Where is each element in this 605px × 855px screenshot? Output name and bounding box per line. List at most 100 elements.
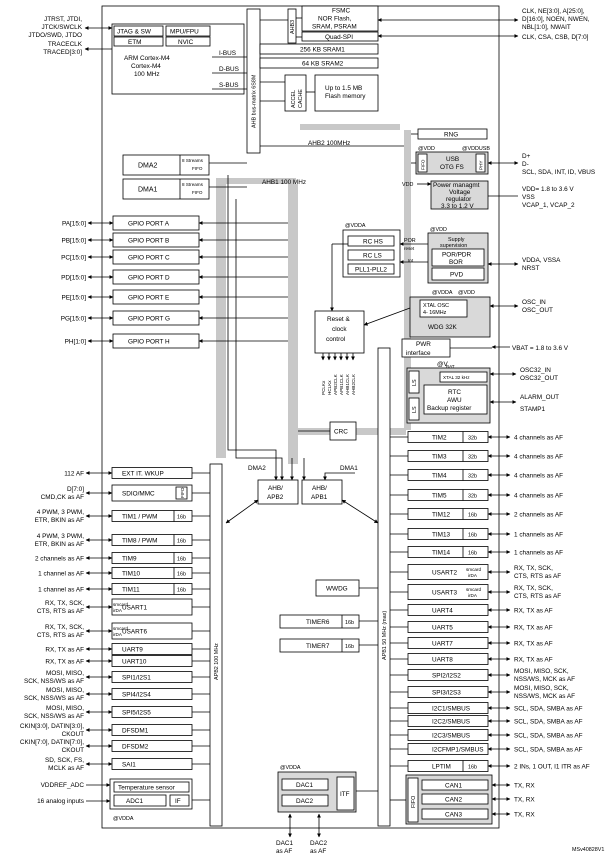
gpio-port-label: GPIO PORT B [128, 238, 169, 245]
right-af-label: SCL, SDA, SMBA as AF [514, 706, 583, 713]
qspi-sig: CLK, CSA, CSB, D[7:0] [522, 34, 589, 41]
can-sig-label: TX, RX [514, 783, 535, 790]
right-af-label: 4 channels as AF [514, 435, 563, 442]
apb1-periph-label: SPI3/I2S3 [432, 690, 461, 697]
rc-hs-label: RC HS [363, 239, 383, 246]
dbus-label: D-BUS [219, 66, 239, 73]
right-af-label: RX, TX as AF [514, 657, 553, 664]
pvd-label: PVD [450, 272, 464, 279]
int-label: Int [408, 258, 414, 263]
apb2-periph-tag: 16b [177, 539, 186, 545]
apb2-periph-label: USART1 [122, 605, 148, 612]
dma2-fifo: FIFO [192, 166, 203, 171]
jtag-sw-label: JTAG & SW [117, 29, 152, 36]
ls-label-2: LS [412, 406, 418, 413]
dac1-out-2: as AF [276, 848, 292, 855]
gpio-port-label: GPIO PORT C [128, 255, 170, 262]
crc-label: CRC [334, 429, 348, 436]
apb2-periph-label: UART10 [122, 659, 147, 666]
supply-line-1: Supply [448, 237, 465, 243]
adc-block: Temperature sensor ADC1 IF @VDDA [109, 778, 210, 822]
apb1-periph-tag: 32b [468, 494, 477, 500]
left-af-label: RX, TX, SCK, [45, 624, 84, 631]
dma2-label: DMA2 [138, 163, 158, 170]
power-vdd-label: VDD [402, 182, 413, 188]
reset-label: reset [404, 246, 415, 251]
trace-sig-2: TRACED[3:0] [43, 49, 82, 56]
bridge1-line-2: APB1 [311, 494, 328, 501]
rtc-line-2: AWU [447, 397, 462, 404]
usb-line-1: USB [446, 156, 459, 163]
right-signals: CLK, NE[3:0], A[25:0], D[16:0], NOEN, NW… [377, 8, 595, 413]
left-af-label: 4 PWM, 3 PWM, [37, 533, 84, 540]
left-af-label: CKIN[7:0], DATIN[7:0], [20, 739, 84, 746]
jtag-sig-3: JTDO/SWD, JTDO [28, 32, 82, 39]
right-af-label: NSS/WS, MCK as AF [514, 693, 575, 700]
left-af-label: MOSI, MISO, [46, 705, 84, 712]
apb1-periph-label: TIM4 [432, 473, 447, 480]
dac-block: @VDDA DAC1 DAC2 ITF DAC1 as AF DAC2 as A… [276, 765, 378, 855]
usb-phy-label: PHY [479, 161, 484, 170]
apb2-periph-tag: 16b [177, 515, 186, 521]
dac2-label: DAC2 [296, 798, 313, 805]
right-af-label: CTS, RTS as AF [514, 593, 561, 600]
supply-line-2: supervision [440, 243, 467, 249]
ahb3-label: AHB3 [290, 20, 296, 34]
apb1-periph-label: LPTIM [432, 764, 451, 771]
apb2-periph-tag: 16b [177, 588, 186, 594]
left-af-label: D[7:0] [67, 486, 84, 493]
bor-label: BOR [449, 259, 463, 266]
apb1-periph-label: I2CFMP1/SMBUS [432, 747, 484, 754]
dac1-out-1: DAC1 [276, 840, 293, 847]
left-af-label: CKIN[3:0], DATIN[3:0], [20, 723, 84, 730]
flash-line-1: Up to 1.5 MB [325, 85, 362, 92]
usb-sig-3: SCL, SDA, INT, ID, VBUS [522, 169, 595, 176]
left-af-label: RX, TX, SCK, [45, 600, 84, 607]
fsmc-sig-2: D[16:0], NOEN, NWEN, [522, 16, 590, 23]
xtal-line-1: XTAL OSC [423, 303, 449, 309]
gpio-pin-label: PG[15:0] [61, 316, 86, 323]
por-label: POR [404, 238, 416, 244]
jtag-sig-1: JTRST, JTDI, [44, 16, 82, 23]
gpio-pin-label: PC[15:0] [61, 255, 86, 262]
apb1-periph-label: UART4 [432, 608, 453, 615]
left-af-label: 1 channel as AF [38, 571, 84, 578]
etm-label: ETM [128, 39, 142, 46]
power-reg-3: 3.3 to 1.2 V [441, 203, 474, 210]
ahb2-label: AHB2 100MHz [308, 140, 350, 147]
left-af-label: SCK, NSS/WS as AF [24, 678, 84, 685]
can-label: CAN2 [445, 797, 462, 804]
apb2-periph-label: DFSDM1 [122, 728, 149, 735]
bridge2-line-1: AHB/ [268, 485, 283, 492]
rtc-line-3: Backup register [427, 405, 472, 412]
fsmc-line-1: FSMC [332, 8, 350, 15]
dma1-fifo: FIFO [192, 190, 203, 195]
dac-itf-label: ITF [340, 791, 350, 798]
right-af-label: 1 channels as AF [514, 550, 563, 557]
can-box [421, 779, 489, 791]
clk-vdda2: @VDDA [432, 290, 453, 296]
clk-output-label: AHB1CLK [345, 373, 350, 395]
clk-output-label: APB1CLK [339, 373, 344, 395]
right-af-label: NSS/WS, MCK as AF [514, 676, 575, 683]
accel-line-1: ACCEL [291, 90, 297, 108]
apb1-periph-label: USART2 [432, 570, 458, 577]
apb1-misc: WWDG TIMER6 16b TIMER7 16b [279, 579, 378, 653]
usb-sig-2: D- [522, 161, 529, 168]
left-af-label: CKOUT [62, 747, 84, 754]
gpio-port-label: GPIO PORT H [128, 339, 170, 346]
ahb1-label: AHB1 100 MHz [262, 179, 306, 186]
apb1-periph-tag: 16b [468, 551, 477, 557]
left-signals: JTRST, JTDI, JTCK/SWCLK JTDO/SWD, JTDO T… [28, 16, 113, 56]
gpio-ports: GPIO PORT APA[15:0]GPIO PORT BPB[15:0]GP… [61, 215, 288, 349]
apb2-periph-tag: 16b [177, 572, 186, 578]
apb1-periph-tag: 32b [468, 436, 477, 442]
apb1-periph-label: TIM14 [432, 550, 451, 557]
can-box [421, 808, 489, 820]
right-af-label: RX, TX as AF [514, 641, 553, 648]
gpio-pin-label: PD[15:0] [61, 275, 86, 282]
dac1-label: DAC1 [296, 782, 313, 789]
